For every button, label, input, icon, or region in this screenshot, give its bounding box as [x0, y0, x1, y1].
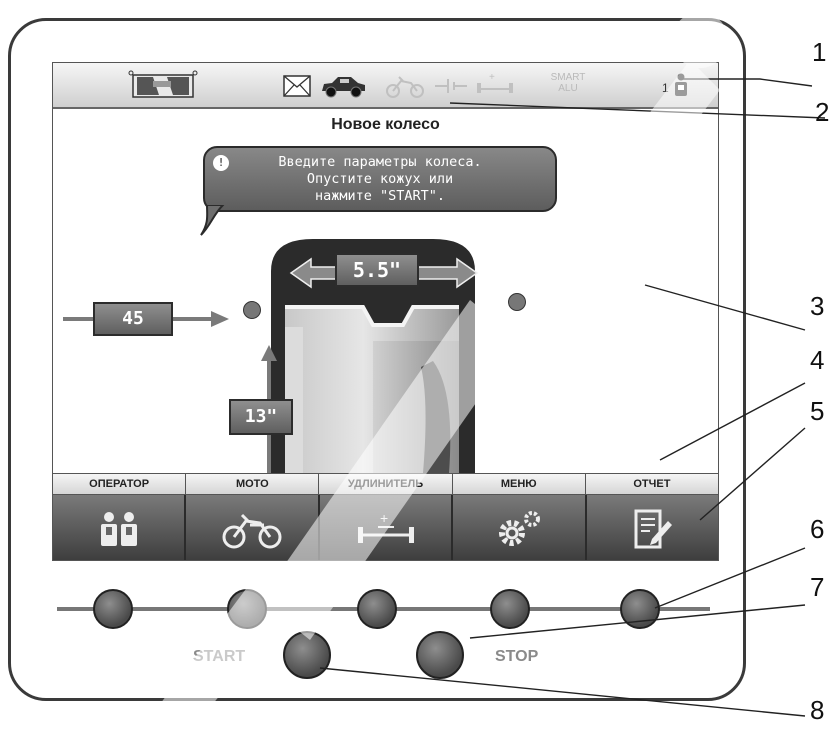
operator-button[interactable]	[53, 495, 187, 560]
motorcycle-icon	[222, 513, 282, 548]
battery-icon	[435, 79, 467, 93]
callout-6: 6	[810, 514, 825, 544]
stop-label: STOP	[495, 648, 539, 665]
label-extension: УДЛИНИТЕЛЬ	[319, 474, 453, 494]
instruction-line-2: Опустите кожух или	[306, 171, 454, 187]
operators-icon	[100, 511, 137, 546]
distance-value[interactable]: 45	[93, 302, 173, 336]
instruction-line-1: Введите параметры колеса.	[278, 154, 482, 170]
sensor-left-dot	[243, 301, 261, 319]
function-labels: ОПЕРАТОР МОТО УДЛИНИТЕЛЬ МЕНЮ ОТЧЕТ	[53, 473, 718, 495]
function-key-2[interactable]	[227, 589, 267, 629]
display-screen: + SMART ALU 1 Новое колесо ! Введите пар…	[52, 62, 719, 561]
function-key-4[interactable]	[490, 589, 530, 629]
start-button[interactable]	[283, 631, 331, 679]
callout-5: 5	[810, 396, 825, 426]
instruction-line-3: нажмите "START".	[314, 188, 446, 204]
info-icon: !	[213, 155, 229, 171]
function-key-3[interactable]	[357, 589, 397, 629]
function-key-5[interactable]	[620, 589, 660, 629]
function-buttons: +	[53, 495, 718, 560]
smart-label: SMART	[550, 72, 586, 83]
rim-width-value[interactable]: 5.5"	[335, 253, 419, 287]
bubble-tail	[200, 205, 225, 236]
report-button[interactable]	[586, 495, 718, 560]
callout-3: 3	[810, 291, 825, 321]
extension-icon: +	[357, 511, 414, 543]
svg-text:+: +	[489, 72, 495, 83]
instruction-bubble: ! Введите параметры колеса. Опустите кож…	[203, 146, 557, 212]
extension-status-icon: +	[477, 72, 513, 93]
callout-2: 2	[815, 97, 830, 127]
label-moto: МОТО	[186, 474, 320, 494]
function-key-1[interactable]	[93, 589, 133, 629]
menu-button[interactable]	[453, 495, 587, 560]
status-bar: + SMART ALU 1	[53, 63, 718, 109]
alu-label: ALU	[558, 83, 578, 94]
svg-text:+: +	[380, 511, 388, 526]
extension-button[interactable]: +	[319, 495, 454, 560]
label-operator: ОПЕРАТОР	[53, 474, 187, 494]
callout-7: 7	[810, 572, 825, 602]
stop-button[interactable]	[416, 631, 464, 679]
gears-icon	[498, 510, 540, 546]
moto-button[interactable]	[186, 495, 320, 560]
start-label: START	[193, 648, 246, 665]
sensor-right-dot	[508, 293, 526, 311]
mail-icon	[283, 75, 311, 97]
motorcycle-status-icon	[386, 76, 424, 98]
page-title: Новое колесо	[331, 116, 440, 133]
callout-8: 8	[810, 695, 825, 725]
report-icon	[634, 509, 673, 548]
wheel-clamp-icon	[128, 70, 198, 98]
label-menu: МЕНЮ	[453, 474, 586, 494]
smart-alu-label: SMART ALU	[545, 72, 591, 94]
callout-1: 1	[812, 37, 827, 67]
rim-diameter-value[interactable]: 13"	[229, 399, 293, 435]
callout-4: 4	[810, 345, 825, 375]
car-icon	[322, 77, 365, 98]
operator-icon	[675, 73, 687, 96]
label-report: ОТЧЕТ	[633, 478, 671, 490]
operator-counter: 1	[662, 81, 669, 95]
